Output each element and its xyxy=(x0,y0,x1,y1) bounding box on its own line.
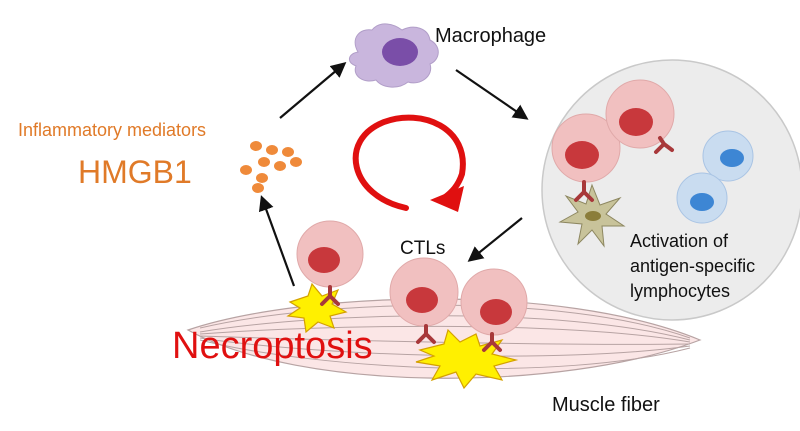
arrow-lymphocytes-to-ctls xyxy=(467,217,523,262)
ctl-cell-attacking-left xyxy=(296,220,364,306)
arrow-macrophage-to-lymphocytes xyxy=(455,69,529,120)
activation-label-line1: Activation of xyxy=(630,231,729,251)
hmgb1-particles xyxy=(240,141,302,193)
ctls-label: CTLs xyxy=(400,238,445,259)
macrophage-cell xyxy=(349,23,439,88)
muscle-fiber-label: Muscle fiber xyxy=(552,394,660,416)
ctl-cell-attacking-right xyxy=(460,268,528,352)
inflammatory-mediators-label: Inflammatory mediators xyxy=(18,120,206,140)
activation-label-line2: antigen-specific xyxy=(630,256,755,276)
ctl-cell-activated-2 xyxy=(605,79,675,154)
blue-lymphocyte-1 xyxy=(702,130,754,182)
activation-label-line3: lymphocytes xyxy=(630,281,730,301)
hmgb1-label: HMGB1 xyxy=(78,154,192,190)
ctl-cell-attacking-middle xyxy=(389,257,459,344)
blue-lymphocyte-2 xyxy=(676,172,728,224)
vicious-cycle-arrow xyxy=(352,114,466,212)
macrophage-label: Macrophage xyxy=(435,25,546,47)
arrow-necroptosis-to-hmgb1 xyxy=(258,195,296,287)
necroptosis-label: Necroptosis xyxy=(172,325,373,367)
ctl-cell-activated-1 xyxy=(551,113,621,202)
arrow-hmgb1-to-macrophage xyxy=(279,62,347,119)
